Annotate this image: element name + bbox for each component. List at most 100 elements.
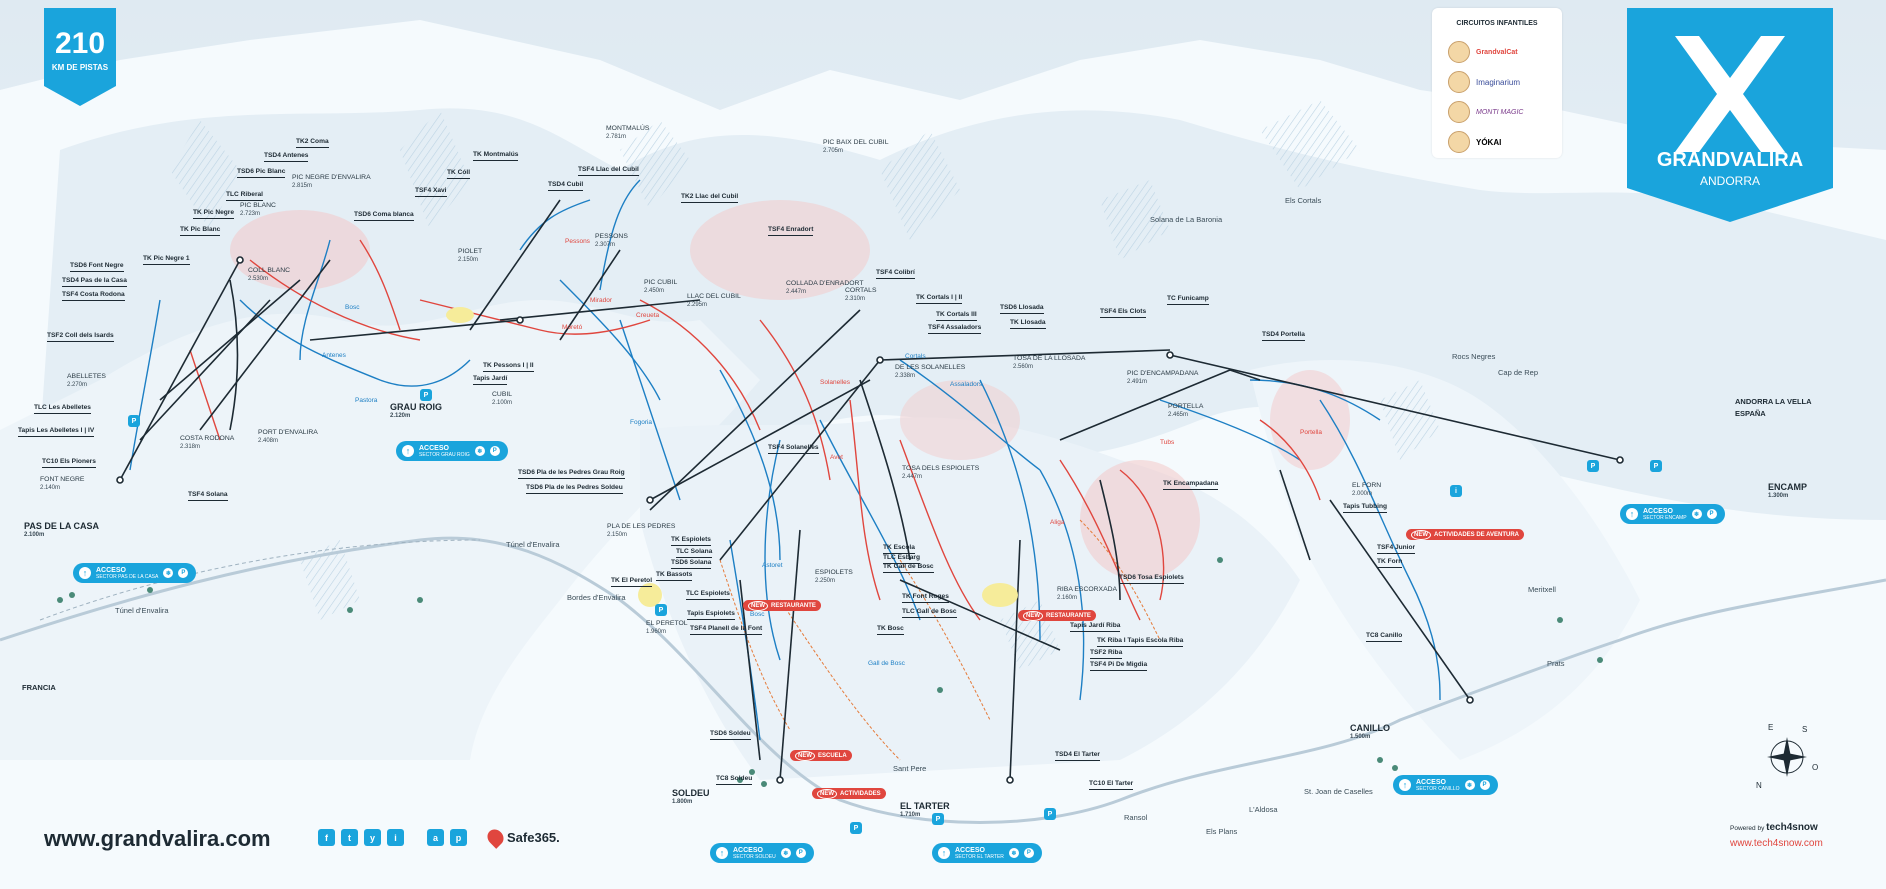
lift-label[interactable]: TSD4 El Tarter: [1055, 751, 1100, 761]
run-label[interactable]: Portella: [1300, 429, 1323, 436]
lift-label[interactable]: Tapis Les Abelletes I | IV: [18, 427, 95, 437]
lift-label[interactable]: TSF4 Planell de la Font: [690, 625, 763, 635]
lift-label[interactable]: TSF4 Costa Rodona: [62, 291, 125, 301]
lift-label[interactable]: TSD6 Pla de les Pedres Soldeu: [526, 484, 623, 494]
run-label[interactable]: Antenes: [322, 352, 346, 359]
lift-label[interactable]: TK Cortals I | II: [916, 294, 963, 304]
run-label[interactable]: Moretó: [562, 324, 583, 331]
lift-label[interactable]: TK Pessons I | II: [483, 362, 534, 372]
lift-label[interactable]: TLC Espiolets: [686, 590, 730, 600]
lift-label[interactable]: TK Font Roges: [902, 593, 949, 603]
lift-label[interactable]: TK Bassots: [656, 571, 693, 581]
run-label[interactable]: Creueta: [636, 312, 660, 319]
lift-label[interactable]: TSF4 Enradort: [768, 226, 814, 236]
run-label[interactable]: Gall de Bosc: [868, 660, 905, 667]
lift-label[interactable]: TC8 Canillo: [1366, 632, 1403, 642]
lift-label[interactable]: TSF4 Pi De Migdia: [1090, 661, 1148, 671]
lift-label[interactable]: TK Pic Negre: [193, 209, 235, 219]
run-label[interactable]: Bosc: [345, 304, 360, 311]
lift-label[interactable]: TSD4 Antenes: [264, 152, 309, 162]
lift-label[interactable]: TK Bosc: [877, 625, 904, 635]
lift-label[interactable]: TK El Peretol: [611, 577, 653, 587]
lift-label[interactable]: TC Funicamp: [1167, 295, 1209, 305]
lift-label[interactable]: TLC Riberal: [226, 191, 264, 201]
lift-label[interactable]: TK2 Coma: [296, 138, 329, 148]
lift-label[interactable]: TSD6 Tosa Espiolets: [1119, 574, 1184, 584]
lift-label[interactable]: TSF4 Colibrí: [876, 269, 915, 279]
lift-label[interactable]: TSD4 Pas de la Casa: [62, 277, 127, 287]
lift-label[interactable]: TSF4 Assaladors: [928, 324, 982, 334]
run-label[interactable]: Aliga: [1050, 519, 1065, 526]
lift-label[interactable]: TSF2 Coll dels Isards: [47, 332, 114, 342]
website-link[interactable]: www.grandvalira.com: [44, 826, 271, 851]
lift-label[interactable]: TK Forn: [1377, 558, 1403, 568]
lift-label[interactable]: TSD6 Pic Blanc: [237, 168, 286, 178]
lift-label[interactable]: TLC Les Abelletes: [34, 404, 91, 414]
kids-item[interactable]: GrandvalCat: [1448, 41, 1518, 63]
lift-label[interactable]: TSF4 Junior: [1377, 544, 1416, 554]
lift-label[interactable]: TSD4 Portella: [1262, 331, 1305, 341]
twitter-icon[interactable]: t: [341, 829, 358, 846]
lift-label[interactable]: TSF4 Solana: [188, 491, 228, 501]
apple-store-icon[interactable]: a: [427, 829, 444, 846]
lift-label[interactable]: Tapis Jardí Riba: [1070, 622, 1121, 632]
lift-label[interactable]: TSF4 Llac del Cubil: [578, 166, 639, 176]
lift-label[interactable]: TSD6 Llosada: [1000, 304, 1044, 314]
lift-label[interactable]: TK2 Llac del Cubil: [681, 193, 739, 203]
lift-label[interactable]: TK Cortals III: [936, 311, 977, 321]
tech4snow-link[interactable]: www.tech4snow.com: [1730, 838, 1823, 849]
lift-label[interactable]: TSD6 Font Negre: [70, 262, 124, 272]
lift-label[interactable]: TK Llosada: [1010, 319, 1046, 329]
facebook-icon[interactable]: f: [318, 829, 335, 846]
lift-label[interactable]: TC10 Els Pioners: [42, 458, 96, 468]
run-label[interactable]: Mirador: [590, 297, 613, 304]
lift-label[interactable]: TK Riba I Tapis Escola Riba: [1097, 637, 1184, 647]
instagram-icon[interactable]: i: [387, 829, 404, 846]
run-label[interactable]: Pessons: [565, 238, 590, 245]
lift-label[interactable]: TSD6 Pla de les Pedres Grau Roig: [518, 469, 625, 479]
lift-label[interactable]: TLC Esbarg: [883, 554, 921, 564]
lift-label[interactable]: Tapis Jardí: [473, 375, 508, 385]
run-label[interactable]: Solanelles: [820, 379, 850, 386]
run-label[interactable]: Cortals: [905, 353, 926, 360]
lift-label[interactable]: TK Cóll: [447, 169, 471, 179]
run-label[interactable]: Avet: [830, 454, 843, 461]
kids-item[interactable]: Imaginarium: [1448, 71, 1520, 93]
lift-label[interactable]: TK Escola: [883, 544, 915, 554]
lift-label[interactable]: TC8 Soldeu: [716, 775, 753, 785]
lift-label[interactable]: TC10 El Tarter: [1089, 780, 1134, 790]
lift-label[interactable]: TK Encampadana: [1163, 480, 1219, 490]
lift-label[interactable]: TSF4 Els Clots: [1100, 308, 1147, 318]
lift-label[interactable]: TK Espiolets: [671, 536, 711, 546]
run-label[interactable]: Fogoria: [630, 419, 653, 426]
kids-item[interactable]: YÓKAI: [1448, 131, 1501, 153]
safe365-link[interactable]: Safe365.: [484, 826, 560, 849]
lift-label[interactable]: TSF4 Xavi: [415, 187, 447, 197]
run-label[interactable]: Assaladors: [950, 381, 983, 388]
lift-label[interactable]: TLC Solana: [676, 548, 713, 558]
lift-label[interactable]: TK Pic Blanc: [180, 226, 221, 236]
lift-label[interactable]: TK Montmalús: [473, 151, 519, 161]
lift-label[interactable]: TSD4 Cubil: [548, 181, 584, 191]
run-label[interactable]: Bosc: [750, 611, 765, 618]
lift-label[interactable]: TSF4 Solanelles: [768, 444, 819, 454]
kids-item[interactable]: MONTI MAGIC: [1448, 101, 1523, 123]
run-label[interactable]: Astoret: [762, 562, 783, 569]
lift-label[interactable]: TK Pic Negre 1: [143, 255, 190, 265]
run-label[interactable]: Pastora: [355, 397, 378, 404]
lift-label[interactable]: TSF2 Riba: [1090, 649, 1123, 659]
lift-label[interactable]: TK Gall de Bosc: [883, 563, 934, 573]
lift-label[interactable]: TLC Gall de Bosc: [902, 608, 957, 618]
youtube-icon[interactable]: y: [364, 829, 381, 846]
lift-label[interactable]: Tapis Espiolets: [687, 610, 735, 620]
